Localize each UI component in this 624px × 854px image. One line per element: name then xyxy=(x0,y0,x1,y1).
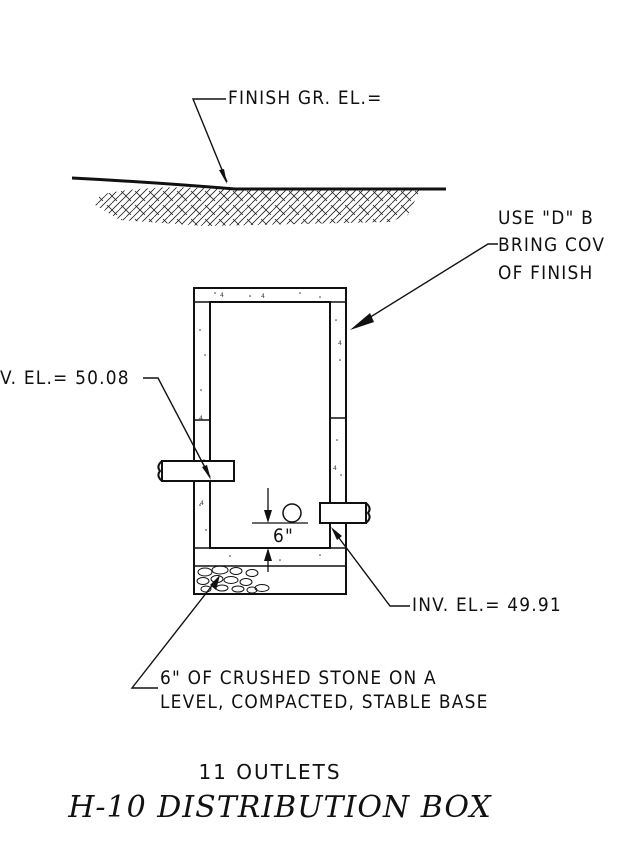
cover-note-line-3: OF FINISH xyxy=(498,263,594,285)
drawing-title: H-10 DISTRIBUTION BOX xyxy=(68,790,492,825)
inlet-invert-label: V. EL.= 50.08 xyxy=(0,368,130,390)
outlet-invert-label: INV. EL.= 49.91 xyxy=(412,595,562,617)
soil-hatch xyxy=(95,187,420,226)
svg-text:4: 4 xyxy=(199,415,203,422)
stone-note-line-1: 6" OF CRUSHED STONE ON A xyxy=(160,668,437,690)
svg-text:4: 4 xyxy=(333,465,337,472)
outlet-inv-leader xyxy=(332,529,410,607)
finish-grade-label: FINISH GR. EL.= xyxy=(228,88,383,110)
cover-note-line-2: BRING COV xyxy=(498,235,606,257)
svg-text:4: 4 xyxy=(338,340,342,347)
cover-note-line-1: USE "D" B xyxy=(498,208,594,230)
svg-text:4: 4 xyxy=(261,293,265,300)
cover-note-leader xyxy=(355,243,498,327)
svg-text:4: 4 xyxy=(200,500,204,507)
stone-note-line-2: LEVEL, COMPACTED, STABLE BASE xyxy=(160,692,489,714)
inlet-pipe xyxy=(157,460,235,482)
outlet-count: 11 OUTLETS xyxy=(198,760,342,784)
stone-leader xyxy=(130,577,219,689)
inlet-inv-leader xyxy=(143,377,211,478)
svg-text:4: 4 xyxy=(220,292,224,299)
drop-dimension-label: 6" xyxy=(273,526,295,548)
finish-grade-line xyxy=(71,176,446,191)
finish-grade-leader xyxy=(191,98,228,183)
outlet-pipe xyxy=(319,502,371,524)
outlet-circle xyxy=(282,503,302,523)
